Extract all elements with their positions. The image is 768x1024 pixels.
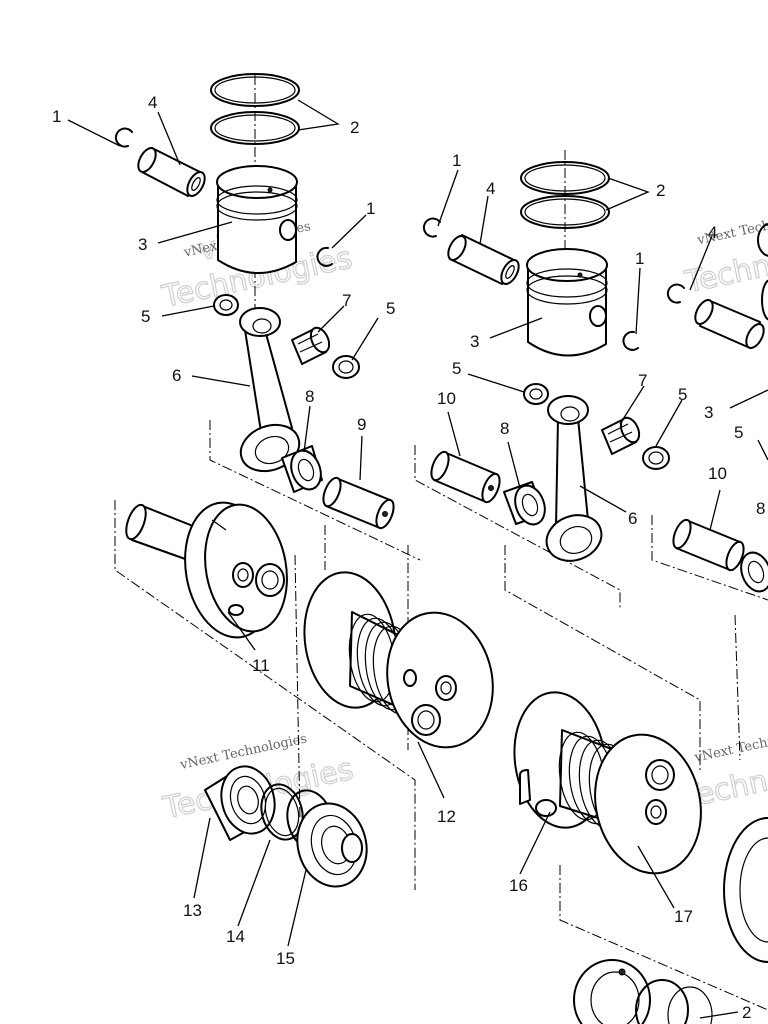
part-label: 7 (638, 371, 647, 390)
crankshaft-center-right (513, 691, 702, 875)
part-label: 5 (452, 359, 461, 378)
part-label: 5 (386, 299, 395, 318)
watermark-2: Technologies vNext Technologies (681, 207, 768, 301)
part-label: 14 (226, 927, 245, 946)
crank-pin-right (430, 450, 501, 504)
circlip-right-b (622, 330, 639, 351)
connecting-rod-right (545, 395, 603, 562)
crankshaft-center-left (303, 571, 494, 749)
part-label: 1 (366, 199, 375, 218)
part-label: 12 (437, 807, 456, 826)
part-label: 13 (183, 901, 202, 920)
wrist-pin-left (137, 147, 206, 197)
wrist-pin-right (447, 234, 520, 285)
needle-bearing-right-small (601, 416, 641, 455)
main-bearing-left-outer (296, 802, 368, 888)
part-label: 4 (486, 179, 495, 198)
part-label: 6 (628, 509, 637, 528)
needle-bearing-right-big (503, 481, 546, 526)
crank-pin-left (322, 476, 395, 530)
partial-crankshaft-right-edge (723, 817, 768, 963)
crank-pin-right-2 (672, 518, 745, 572)
svg-text:vNext Technologies: vNext Technologies (695, 207, 768, 249)
part-label: 3 (470, 332, 479, 351)
part-label: 2 (350, 118, 359, 137)
part-labels: 1 4 2 3 1 5 7 5 6 8 9 11 12 13 14 15 1 4… (52, 93, 765, 1022)
part-label: 8 (305, 387, 314, 406)
part-label: 16 (509, 876, 528, 895)
part-label: 10 (708, 464, 727, 483)
part-label: 8 (756, 499, 765, 518)
part-label: 1 (452, 151, 461, 170)
part-label: 1 (635, 249, 644, 268)
thrust-washer-right-b (642, 446, 670, 470)
thrust-washer-right-a (523, 383, 549, 405)
circlip-left-a (114, 127, 133, 148)
part-label: 10 (437, 389, 456, 408)
thrust-washer-left-a (213, 294, 239, 316)
partial-piston-right-edge (666, 223, 768, 349)
part-label: 9 (357, 415, 366, 434)
part-label: 2 (742, 1003, 751, 1022)
crankshaft-half-left (125, 501, 288, 639)
partial-bearing-bottom (573, 959, 713, 1024)
part-label: 11 (252, 656, 270, 675)
needle-bearing-right-big-2 (740, 551, 768, 593)
leader-lines (67, 99, 768, 1019)
part-label: 1 (52, 107, 61, 126)
circlip-left-b (316, 246, 333, 267)
part-label: 5 (678, 385, 687, 404)
svg-text:vNext Technologies: vNext Technologies (692, 724, 768, 766)
thrust-washer-left-b (332, 355, 360, 379)
part-label: 6 (172, 366, 181, 385)
part-label: 17 (674, 907, 693, 926)
part-label: 2 (656, 181, 665, 200)
needle-bearing-left-big (281, 445, 323, 493)
part-label: 3 (704, 403, 713, 422)
part-label: 5 (734, 423, 743, 442)
piston-left (216, 165, 298, 274)
part-label: 4 (148, 93, 157, 112)
part-label: 5 (141, 307, 150, 326)
part-label: 15 (276, 949, 295, 968)
part-label: 8 (500, 419, 509, 438)
part-label: 7 (342, 291, 351, 310)
piston-rings-left (210, 73, 300, 145)
part-label: 4 (708, 223, 717, 242)
piston-right (526, 248, 608, 357)
needle-bearing-left-small (291, 326, 331, 365)
circlip-right-a (422, 217, 441, 238)
centerlines-right (414, 150, 768, 1011)
main-bearing-left (204, 765, 276, 841)
part-label: 3 (138, 235, 147, 254)
